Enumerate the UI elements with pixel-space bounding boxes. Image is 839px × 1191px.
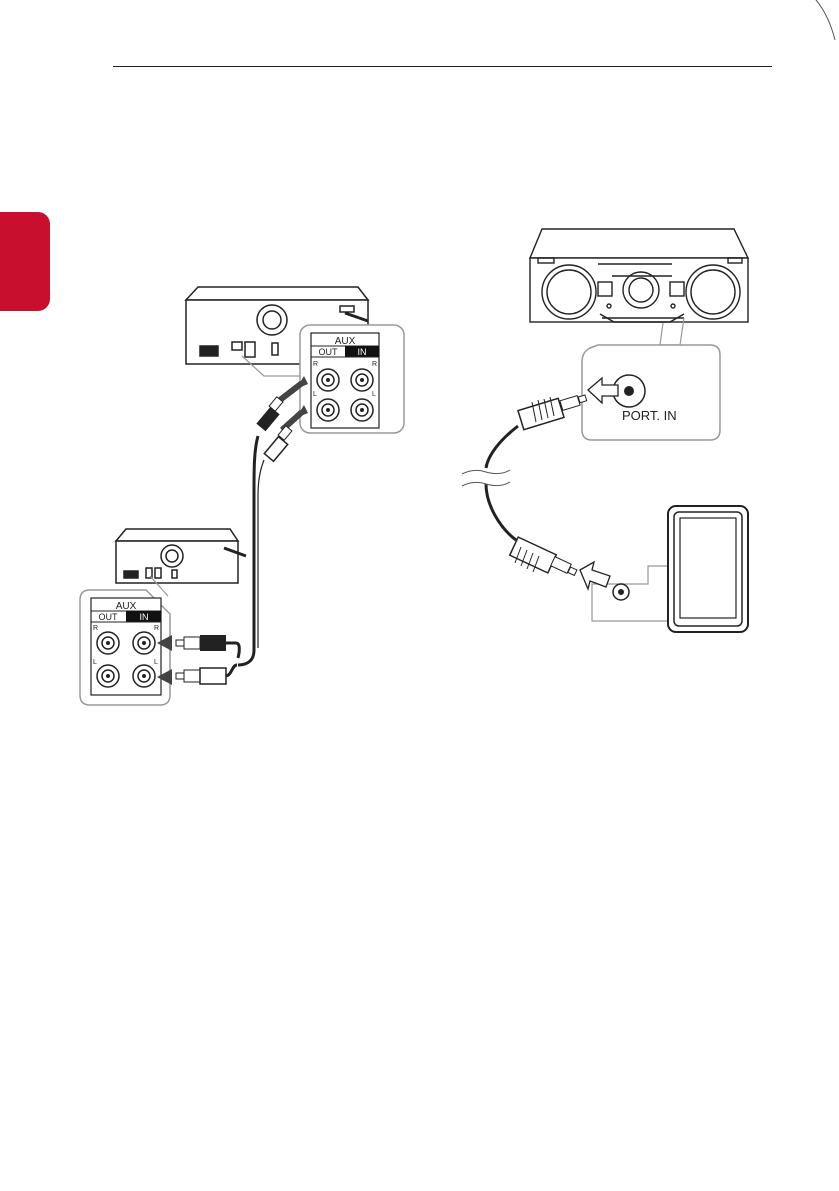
second-unit-rear — [116, 529, 246, 583]
rca-cable — [238, 436, 258, 665]
mini-plug-bottom — [510, 537, 577, 575]
rca-plug-white-bottom — [176, 668, 226, 684]
aux-top-l-left: L — [313, 391, 317, 398]
port-in-callout — [582, 345, 720, 440]
aux-bottom-r-left: R — [93, 625, 98, 632]
aux-bottom-title: AUX — [116, 601, 137, 612]
aux-bottom-l-left: L — [93, 659, 97, 666]
main-unit-front — [530, 229, 748, 322]
rca-plug-black-top — [256, 397, 283, 431]
aux-top-r-left: R — [313, 361, 318, 368]
audio-cable — [486, 426, 518, 540]
aux-top-in-label: IN — [358, 347, 367, 357]
aux-top-out-label: OUT — [319, 347, 339, 357]
rca-plug-black-bottom — [176, 635, 226, 651]
aux-top-title: AUX — [335, 336, 356, 347]
portable-device — [668, 506, 748, 632]
mini-plug-top — [518, 395, 587, 430]
rca-plug-white-top — [264, 426, 292, 461]
aux-bottom-r-right: R — [154, 625, 159, 632]
aux-top-r-right: R — [372, 361, 377, 368]
aux-bottom-out-label: OUT — [99, 612, 119, 622]
aux-bottom-l-right: L — [154, 659, 158, 666]
aux-bottom-in-label: IN — [140, 612, 149, 622]
aux-top-l-right: L — [372, 391, 376, 398]
phone-port-callout — [580, 562, 668, 621]
port-in-label: PORT. IN — [622, 408, 677, 423]
